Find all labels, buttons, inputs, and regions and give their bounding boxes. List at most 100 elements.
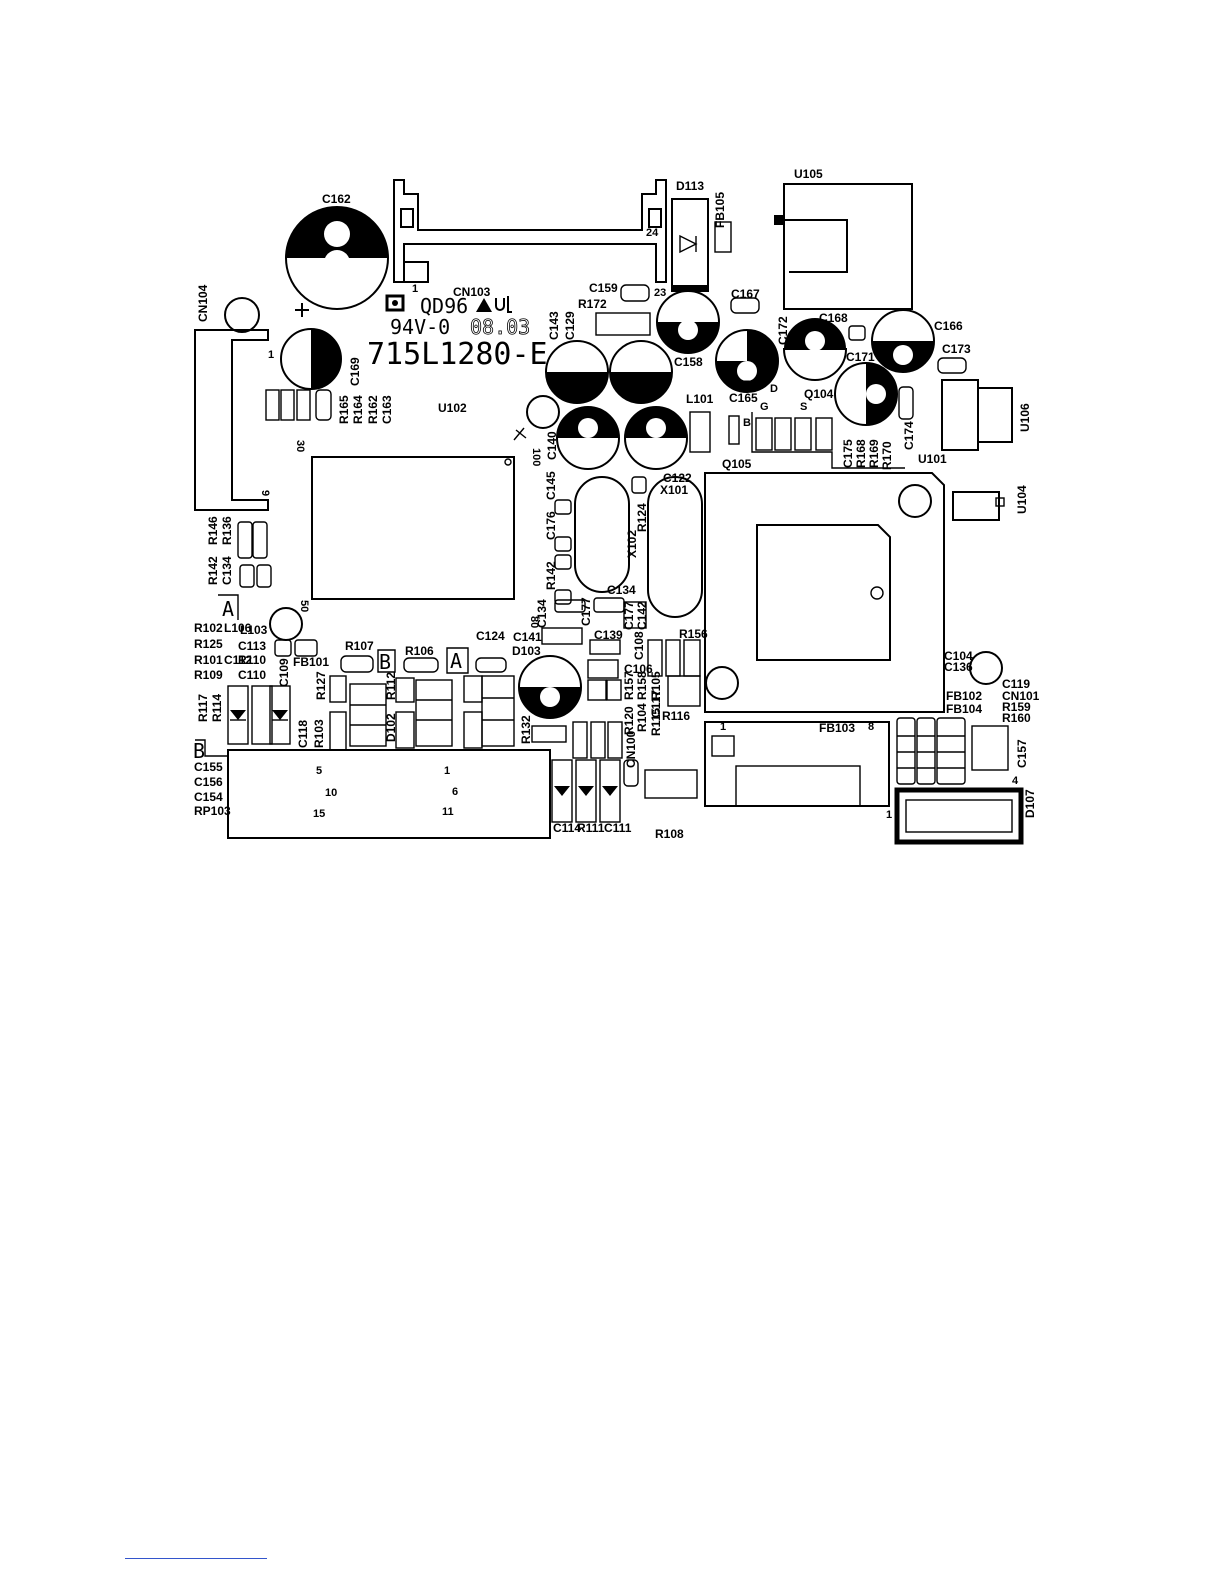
label-c114: C155 (194, 760, 223, 774)
svg-text:23: 23 (654, 287, 666, 299)
test-point-icon (526, 395, 560, 429)
label-r136: R136 (220, 516, 234, 545)
label-r115: R158 (635, 671, 649, 700)
svg-text:10: 10 (325, 787, 337, 799)
svg-text:B: B (743, 417, 751, 429)
label-fb105: FB105 (713, 192, 727, 228)
label-c122: C122 (663, 471, 692, 485)
cn104-connector (194, 297, 269, 511)
label-c163: C163 (380, 395, 394, 424)
svg-text:15: 15 (313, 808, 325, 820)
svg-text:1: 1 (412, 283, 418, 295)
label-u103: R108 (655, 827, 684, 841)
svg-text:1: 1 (268, 349, 274, 361)
label-c172: C172 (776, 316, 790, 345)
c159-pad (620, 284, 650, 302)
label-fb104: R132 (519, 715, 533, 744)
label-r105: R127 (314, 671, 328, 700)
component-labels: C162 CN103 D113 U105 C159 R172 C167 C158… (194, 167, 1040, 841)
label-c124: FB101 (293, 655, 329, 669)
label-r110: R125 (194, 637, 223, 651)
label-r104: R112 (384, 672, 398, 700)
label-c129: C129 (563, 311, 577, 340)
c173-pad (937, 357, 967, 374)
label-fb101: C112 (224, 653, 252, 667)
board-part-number: 715L1280-E (367, 337, 548, 372)
label-c110: R101 (194, 653, 223, 667)
label-c176: C176 (544, 511, 558, 540)
label-r160: FB104 (946, 702, 982, 716)
label-r168: R168 (854, 439, 868, 468)
label-r112: C106 (624, 662, 653, 676)
u102-chip-icon (311, 456, 515, 600)
crystal-caps (541, 476, 647, 655)
pin-letters: G E D S B A B A B (193, 379, 807, 763)
label-r120: R105 (649, 671, 663, 700)
test-point-icon (269, 607, 303, 641)
label-c177: R142 (544, 561, 558, 590)
q105-pad (728, 415, 740, 445)
label-r169: R169 (867, 439, 881, 468)
label-c141: C177 (579, 597, 593, 626)
u101-chip-icon (704, 472, 945, 713)
svg-text:G: G (760, 401, 769, 413)
label-q105: Q105 (722, 457, 752, 471)
label-l103: C139 (594, 628, 623, 642)
cn100-connector (195, 739, 551, 839)
svg-text:80: 80 (528, 616, 540, 628)
svg-text:B: B (379, 650, 391, 674)
label-l106: C141 (513, 630, 542, 644)
label-c173: C173 (942, 342, 971, 356)
label-q104: Q104 (804, 387, 834, 401)
label-cn102: D107 (1023, 789, 1037, 818)
label-c145: C145 (544, 471, 558, 500)
u104-chip-icon (952, 491, 1005, 521)
label-r106: C110 (238, 668, 266, 682)
label-cn103: CN103 (453, 285, 491, 299)
label-r102: C142 (635, 601, 649, 630)
svg-text:50: 50 (298, 600, 310, 612)
triangle-warning-icon (513, 427, 527, 441)
label-r162: R162 (366, 395, 380, 424)
label-r103: R116 (662, 709, 690, 723)
label-r158: C136 (944, 660, 973, 674)
left-pads (218, 521, 507, 674)
label-cn100: C118 (296, 720, 310, 748)
c162-capacitor-icon (285, 206, 389, 310)
label-r114: R115 (649, 708, 663, 736)
label-r159: FB102 (946, 689, 982, 703)
electrolytic-capacitors (518, 290, 935, 719)
svg-text:A: A (222, 597, 234, 621)
label-u105: U105 (794, 167, 823, 181)
vertical-labels: CN104 FB105 C143 C129 C172 C169 R165 R16… (196, 192, 1037, 818)
label-u102: U102 (438, 401, 467, 415)
label-c136: D103 (512, 644, 541, 658)
cn101-connector (704, 721, 890, 807)
label-c169: C169 (348, 357, 362, 386)
label-c175: C175 (841, 439, 855, 468)
label-c113: R102 (194, 621, 223, 635)
svg-text:30: 30 (294, 440, 306, 452)
svg-text:11: 11 (442, 806, 454, 818)
label-r156: C177 (622, 601, 636, 630)
x102-crystal (574, 476, 630, 593)
svg-text:E: E (743, 379, 750, 391)
label-c106: R106 (405, 644, 434, 658)
test-point-icon (969, 651, 1003, 685)
label-c159: C159 (589, 281, 618, 295)
label-r111: C156 (194, 775, 223, 789)
label-fb102: D102 (384, 713, 398, 742)
c167-pad (730, 297, 760, 314)
label-c140: C140 (545, 431, 559, 460)
x101-crystal (647, 476, 703, 618)
svg-text:24: 24 (646, 227, 659, 239)
footer-rule (125, 1558, 267, 1559)
c168-pad (848, 325, 866, 341)
label-c139: C134 (607, 583, 636, 597)
svg-text:8: 8 (868, 721, 874, 733)
svg-text:1: 1 (444, 765, 450, 777)
d107-d109-diodes (551, 759, 621, 823)
resistor-pads-r165 (265, 389, 332, 421)
svg-text:4: 4 (1012, 775, 1019, 787)
